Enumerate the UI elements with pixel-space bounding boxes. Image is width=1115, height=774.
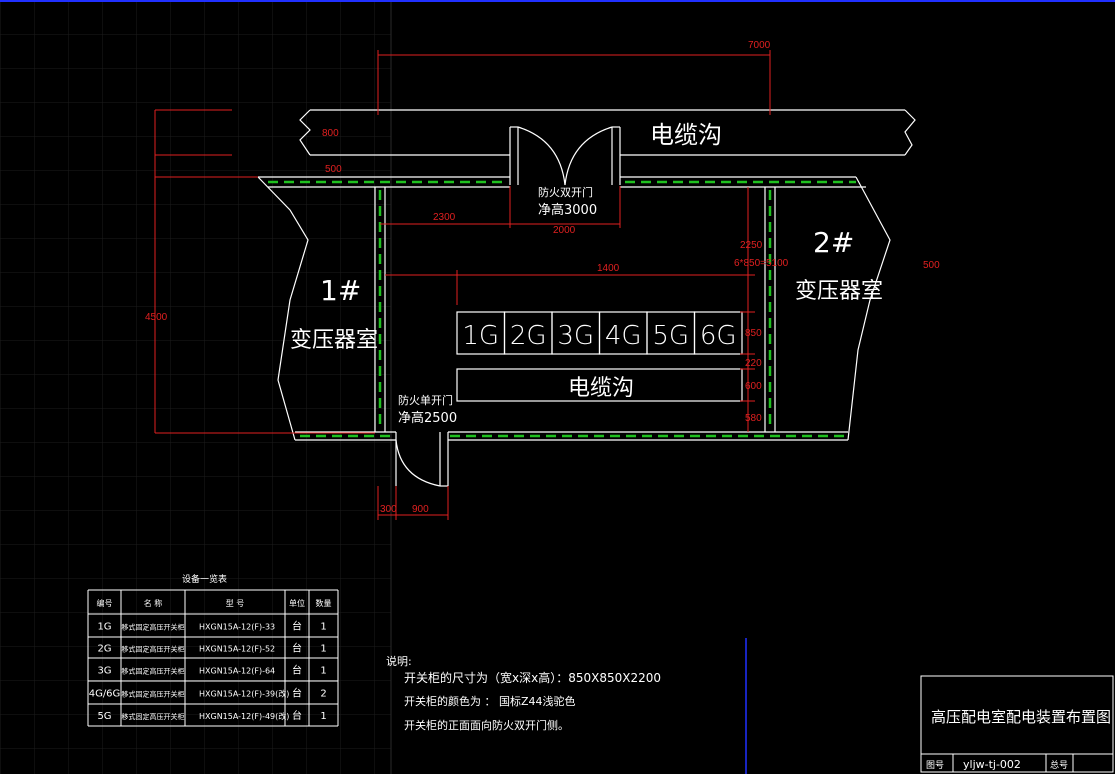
dim-7000: 7000 <box>748 40 771 51</box>
drawing-number: yljw-tj-002 <box>963 758 1021 771</box>
wall-green-markers <box>268 180 856 438</box>
table-cell: 3G <box>97 666 111 677</box>
room-left-name: 变压器室 <box>290 328 378 353</box>
drawing-number-label: 图号 <box>926 760 944 771</box>
table-cell: 台 <box>292 709 302 722</box>
double-door-label-2: 净高3000 <box>538 202 597 218</box>
dim-2250: 2250 <box>740 240 763 251</box>
cabinet-label-4g: 4G <box>605 321 642 351</box>
drawing-title: 高压配电室配电装置布置图 <box>931 708 1111 726</box>
table-cell: 台 <box>292 642 302 655</box>
table-cell: 移式固定高压开关柜 <box>122 667 185 676</box>
table-cell: 1G <box>97 622 111 633</box>
table-cell: 移式固定高压开关柜 <box>122 645 185 654</box>
cabinet-label-6g: 6G <box>700 321 737 351</box>
equipment-table: 编号 名 称 型 号 单位 数量 1G 移式固定高压开关柜 HXGN15A-12(F)-33 台… <box>87 589 339 727</box>
dim-580: 580 <box>745 413 762 424</box>
cabinet-label-2g: 2G <box>510 321 547 351</box>
dim-2000: 2000 <box>553 225 576 236</box>
dim-800: 800 <box>322 128 339 139</box>
table-cell: 移式固定高压开关柜 <box>122 712 185 721</box>
inner-cable-trench <box>456 368 743 402</box>
table-header-cell: 名 称 <box>144 598 163 608</box>
table-header-cell: 编号 <box>97 598 113 608</box>
dim-1400: 1400 <box>597 263 620 274</box>
table-header-cell: 数量 <box>316 598 332 608</box>
table-cell: 1 <box>320 666 326 677</box>
dim-900: 900 <box>412 504 429 515</box>
table-cell: HXGN15A-12(F)-52 <box>199 645 275 654</box>
single-door-label-2: 净高2500 <box>398 410 457 426</box>
table-header-cell: 单位 <box>289 598 305 608</box>
room-left-number: 1# <box>320 274 361 307</box>
table-cell: 台 <box>292 687 302 700</box>
room-right-number: 2# <box>813 226 854 259</box>
total-number-label: 总号 <box>1050 759 1068 771</box>
table-cell: 4G/6G <box>89 689 121 700</box>
table-cell: 移式固定高压开关柜 <box>122 623 185 632</box>
notes-title: 说明: <box>386 654 412 668</box>
dimension-lines <box>154 50 771 520</box>
dim-4500: 4500 <box>145 312 168 323</box>
outer-walls <box>257 176 891 441</box>
dim-300: 300 <box>380 504 397 515</box>
table-cell: HXGN15A-12(F)-39(改) <box>199 689 289 699</box>
dim-500: 500 <box>325 164 342 175</box>
inner-cable-trench-label: 电缆沟 <box>568 376 634 401</box>
dim-600: 600 <box>745 381 762 392</box>
double-door-label-1: 防火双开门 <box>538 185 593 199</box>
table-cell: 2G <box>97 644 111 655</box>
cabinet-span-dim: 6*850=5100 <box>734 258 789 269</box>
single-door <box>395 432 449 487</box>
dim-2300: 2300 <box>433 212 456 223</box>
cabinet-label-3g: 3G <box>557 321 594 351</box>
single-door-label-1: 防火单开门 <box>398 393 453 407</box>
table-cell: HXGN15A-12(F)-64 <box>199 667 275 676</box>
table-cell: HXGN15A-12(F)-49(改) <box>199 711 289 721</box>
table-header-cell: 型 号 <box>226 599 245 608</box>
notes-line-1: 开关柜的尺寸为（宽x深x高）：850X850X2200 <box>404 670 661 685</box>
table-cell: 台 <box>292 620 302 633</box>
notes-line-3: 开关柜的正面面向防火双开门侧。 <box>404 718 569 732</box>
background-grid <box>0 0 391 774</box>
equipment-table-title: 设备一览表 <box>182 573 227 585</box>
cabinet-label-1g: 1G <box>462 321 499 351</box>
table-cell: 1 <box>320 644 326 655</box>
right-outside-dim: 500 <box>923 260 940 271</box>
table-cell: 2 <box>320 689 326 700</box>
double-door <box>509 126 621 186</box>
switchgear-cabinets: 1G 2G 3G 4G 5G 6G <box>456 311 743 355</box>
table-cell: 1 <box>320 711 326 722</box>
notes-line-2: 开关柜的颜色为 ： 国标Z44浅驼色 <box>404 694 576 708</box>
room-right-name: 变压器室 <box>795 279 883 304</box>
title-block <box>920 675 1114 773</box>
table-cell: HXGN15A-12(F)-33 <box>199 623 275 632</box>
table-cell: 1 <box>320 622 326 633</box>
table-cell: 台 <box>292 664 302 677</box>
dim-220: 220 <box>745 358 762 369</box>
table-cell: 移式固定高压开关柜 <box>122 690 185 699</box>
cabinet-6g <box>693 311 743 355</box>
top-cable-trench <box>299 109 916 156</box>
cabinet-label-5g: 5G <box>652 321 689 351</box>
top-cable-trench-label: 电缆沟 <box>650 121 722 149</box>
table-cell: 5G <box>97 711 111 722</box>
dim-850: 850 <box>745 328 762 339</box>
